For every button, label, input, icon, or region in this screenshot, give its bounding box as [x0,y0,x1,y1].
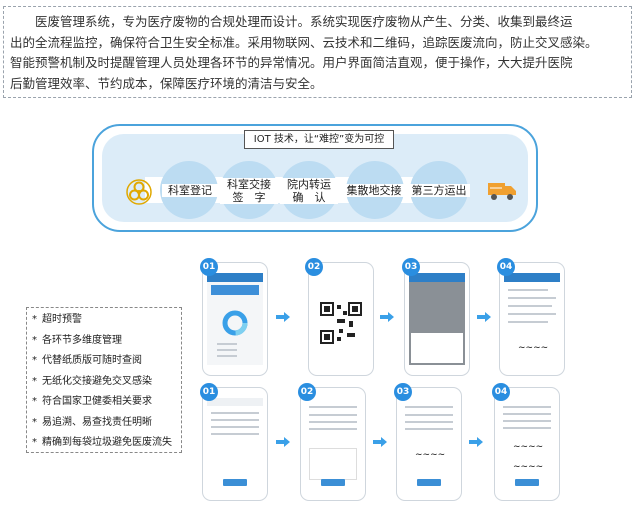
flow-step-register: 科室登记 [162,184,218,197]
intro-line-1: 医废管理系统，专为医疗废物的合规处理而设计。系统实现医疗废物从产生、分类、收集到… [35,14,573,29]
asterisk-icon: * [32,355,37,366]
intro-text-box: 医废管理系统，专为医疗废物的合规处理而设计。系统实现医疗废物从产生、分类、收集到… [3,6,632,98]
confirm-button[interactable] [417,479,441,486]
phone-screenshot-select-dialog [405,263,469,375]
feature-list: *超时预警 *各环节多维度管理 *代替纸质版可随时查阅 *无纸化交接避免交叉感染… [26,307,182,453]
intro-line-3: 智能预警机制及时提醒管理人员处理各环节的异常情况。用户界面简洁直观，便于操作，大… [10,55,573,70]
intro-line-4: 后勤管理效率、节约成本，保障医疗环境的清洁与安全。 [10,75,323,91]
phone-screenshot-signature: ~~~~ [397,388,461,500]
phone-screenshot-handover-form [301,388,365,500]
biohazard-icon [126,179,152,205]
arrow-right-icon [477,312,491,322]
step-badge: 01 [200,258,218,276]
feature-item: *各环节多维度管理 [32,331,181,352]
flow-step-thirdparty: 第三方运出 [408,184,470,197]
step-badge: 04 [492,383,510,401]
flow-step-transfer: 院内转运 确 认 [280,178,338,204]
asterisk-icon: * [32,416,37,428]
flow-step-dept-handover: 科室交接 签 字 [220,178,278,204]
asterisk-icon: * [32,396,37,407]
step-badge: 03 [402,258,420,276]
feature-item: *超时预警 [32,310,181,331]
arrow-right-icon [469,437,483,447]
feature-item: *无纸化交接避免交叉感染 [32,372,181,393]
signature-image: ~~~~ [415,450,446,460]
asterisk-icon: * [32,334,37,346]
truck-icon [488,183,516,200]
asterisk-icon: * [32,314,37,325]
feature-item: *符合国家卫健委相关要求 [32,392,181,413]
submit-button[interactable] [515,479,539,486]
phone-screenshot-dashboard [203,263,267,375]
step-badge: 04 [497,258,515,276]
step-badge: 02 [298,383,316,401]
phone-screenshot-final-sign: ~~~~ ~~~~ [495,388,559,500]
phone-screenshot-qrcode [309,263,373,375]
qr-code-icon [319,301,363,345]
step-badge: 03 [394,383,412,401]
feature-item: *精确到每袋垃圾避免医废流失 [32,433,181,454]
process-flow-panel: 科室登记 科室交接 签 字 院内转运 确 认 集散地交接 第三方运出 IOT 技… [92,124,538,232]
step-badge: 02 [305,258,323,276]
arrow-right-icon [373,437,387,447]
asterisk-icon: * [32,437,37,448]
intro-line-2: 出的全流程监控，确保符合卫生安全标准。采用物联网、云技术和二维码，追踪医废流向，… [10,34,598,50]
feature-item: *易追溯、易查找责任明晰 [32,413,181,434]
flow-step-depot: 集散地交接 [342,184,406,197]
submit-button[interactable] [223,479,247,486]
asterisk-icon: * [32,375,37,387]
signature-image: ~~~~ [513,462,544,472]
step-badge: 01 [200,383,218,401]
arrow-right-icon [276,437,290,447]
arrow-right-icon [276,312,290,322]
phone-screenshot-list [203,388,267,500]
donut-chart-icon [222,310,248,336]
signature-image: ~~~~ [518,343,549,353]
arrow-right-icon [380,312,394,322]
confirm-button[interactable] [321,479,345,486]
flow-title: IOT 技术，让“难控”变为可控 [244,130,394,149]
feature-item: *代替纸质版可随时查阅 [32,351,181,372]
phone-screenshot-record-detail: ~~~~ [500,263,564,375]
signature-image: ~~~~ [513,442,544,452]
